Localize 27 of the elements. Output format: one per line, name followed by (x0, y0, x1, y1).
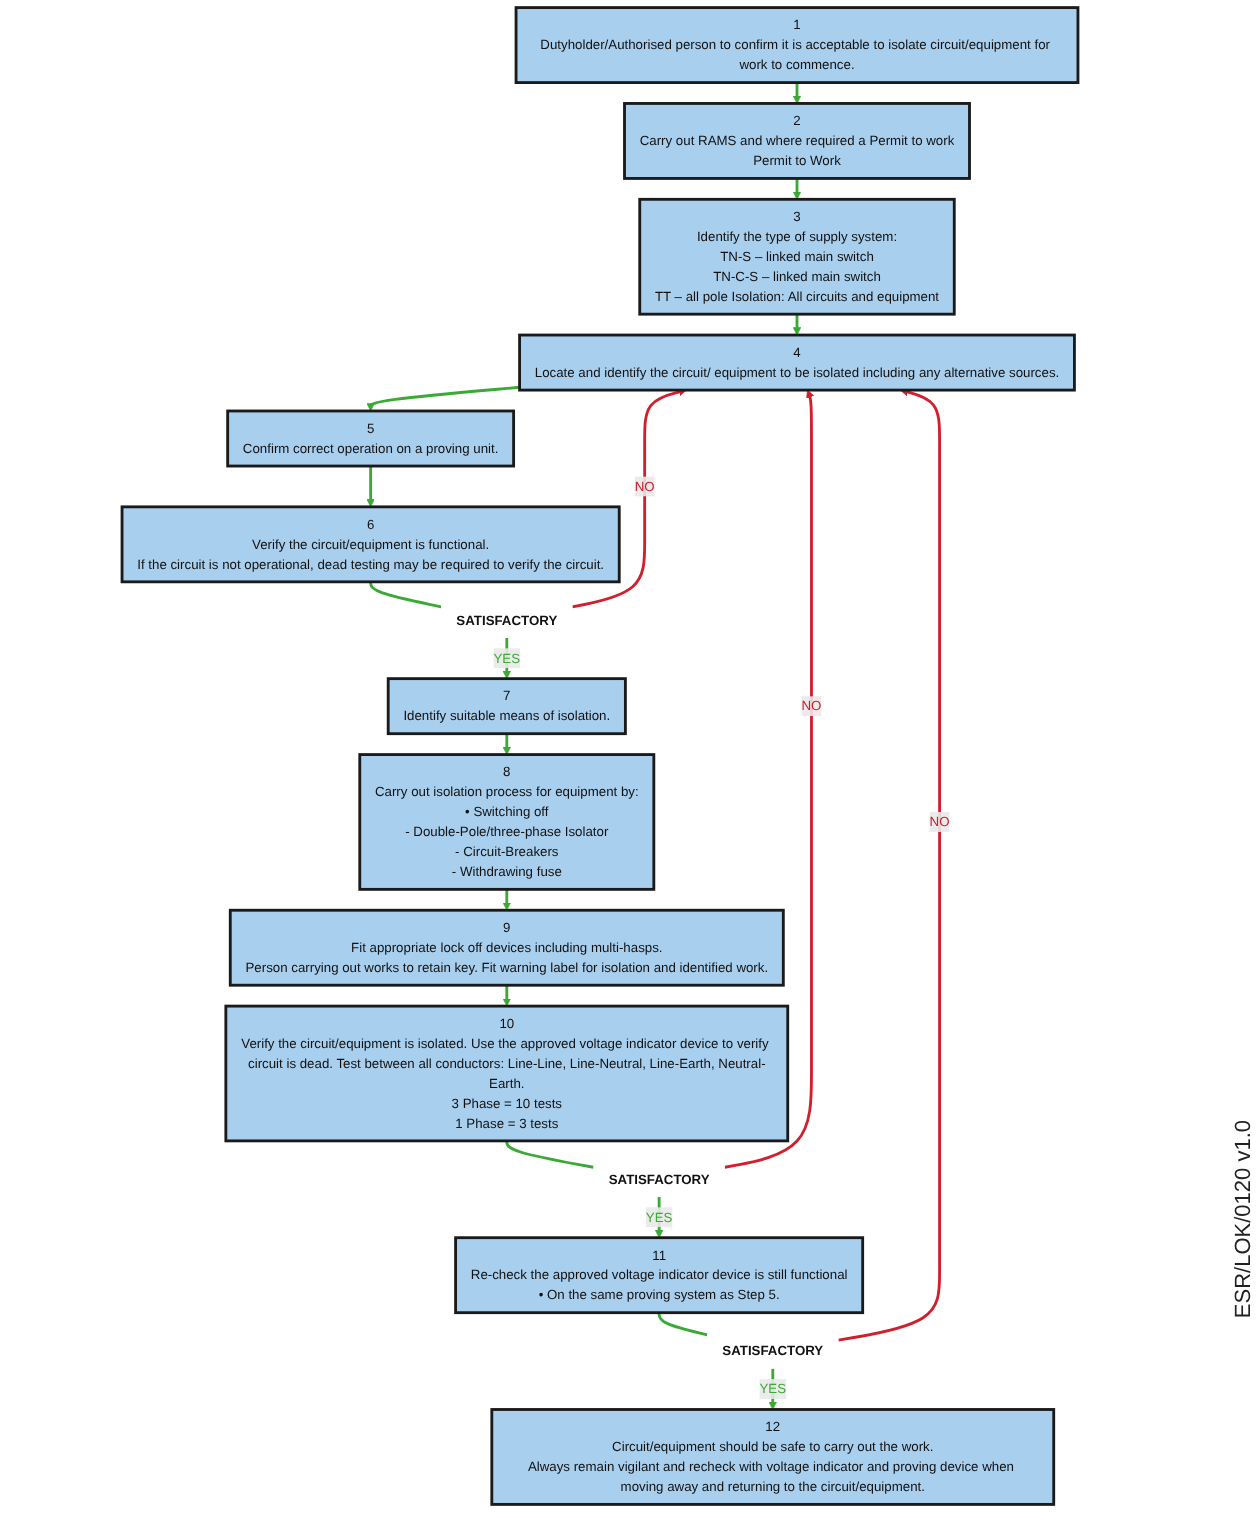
node-box (623, 102, 971, 180)
node-box (228, 908, 785, 987)
arrow (366, 385, 520, 412)
connector (657, 1312, 708, 1337)
node-box (386, 677, 627, 736)
connector (369, 581, 442, 609)
arrow (502, 889, 511, 911)
arrow (502, 985, 511, 1007)
arrow (792, 82, 802, 104)
connector (505, 1140, 594, 1169)
arrow (572, 387, 687, 609)
node-box (490, 1408, 1056, 1506)
arrow (768, 1368, 777, 1410)
arrow (366, 466, 375, 508)
node-box (226, 409, 516, 468)
node-box (224, 1004, 790, 1143)
arrow (502, 733, 511, 755)
node-box (638, 197, 956, 316)
arrow (838, 388, 941, 1342)
node-box (518, 333, 1076, 392)
arrow (792, 178, 802, 200)
node-box (358, 753, 656, 891)
document-code: ESR/LOK/0120 v1.0 (1232, 1120, 1256, 1319)
node-box (120, 505, 621, 584)
node-box (514, 6, 1080, 84)
node-box (454, 1236, 865, 1315)
arrow (724, 389, 815, 1169)
